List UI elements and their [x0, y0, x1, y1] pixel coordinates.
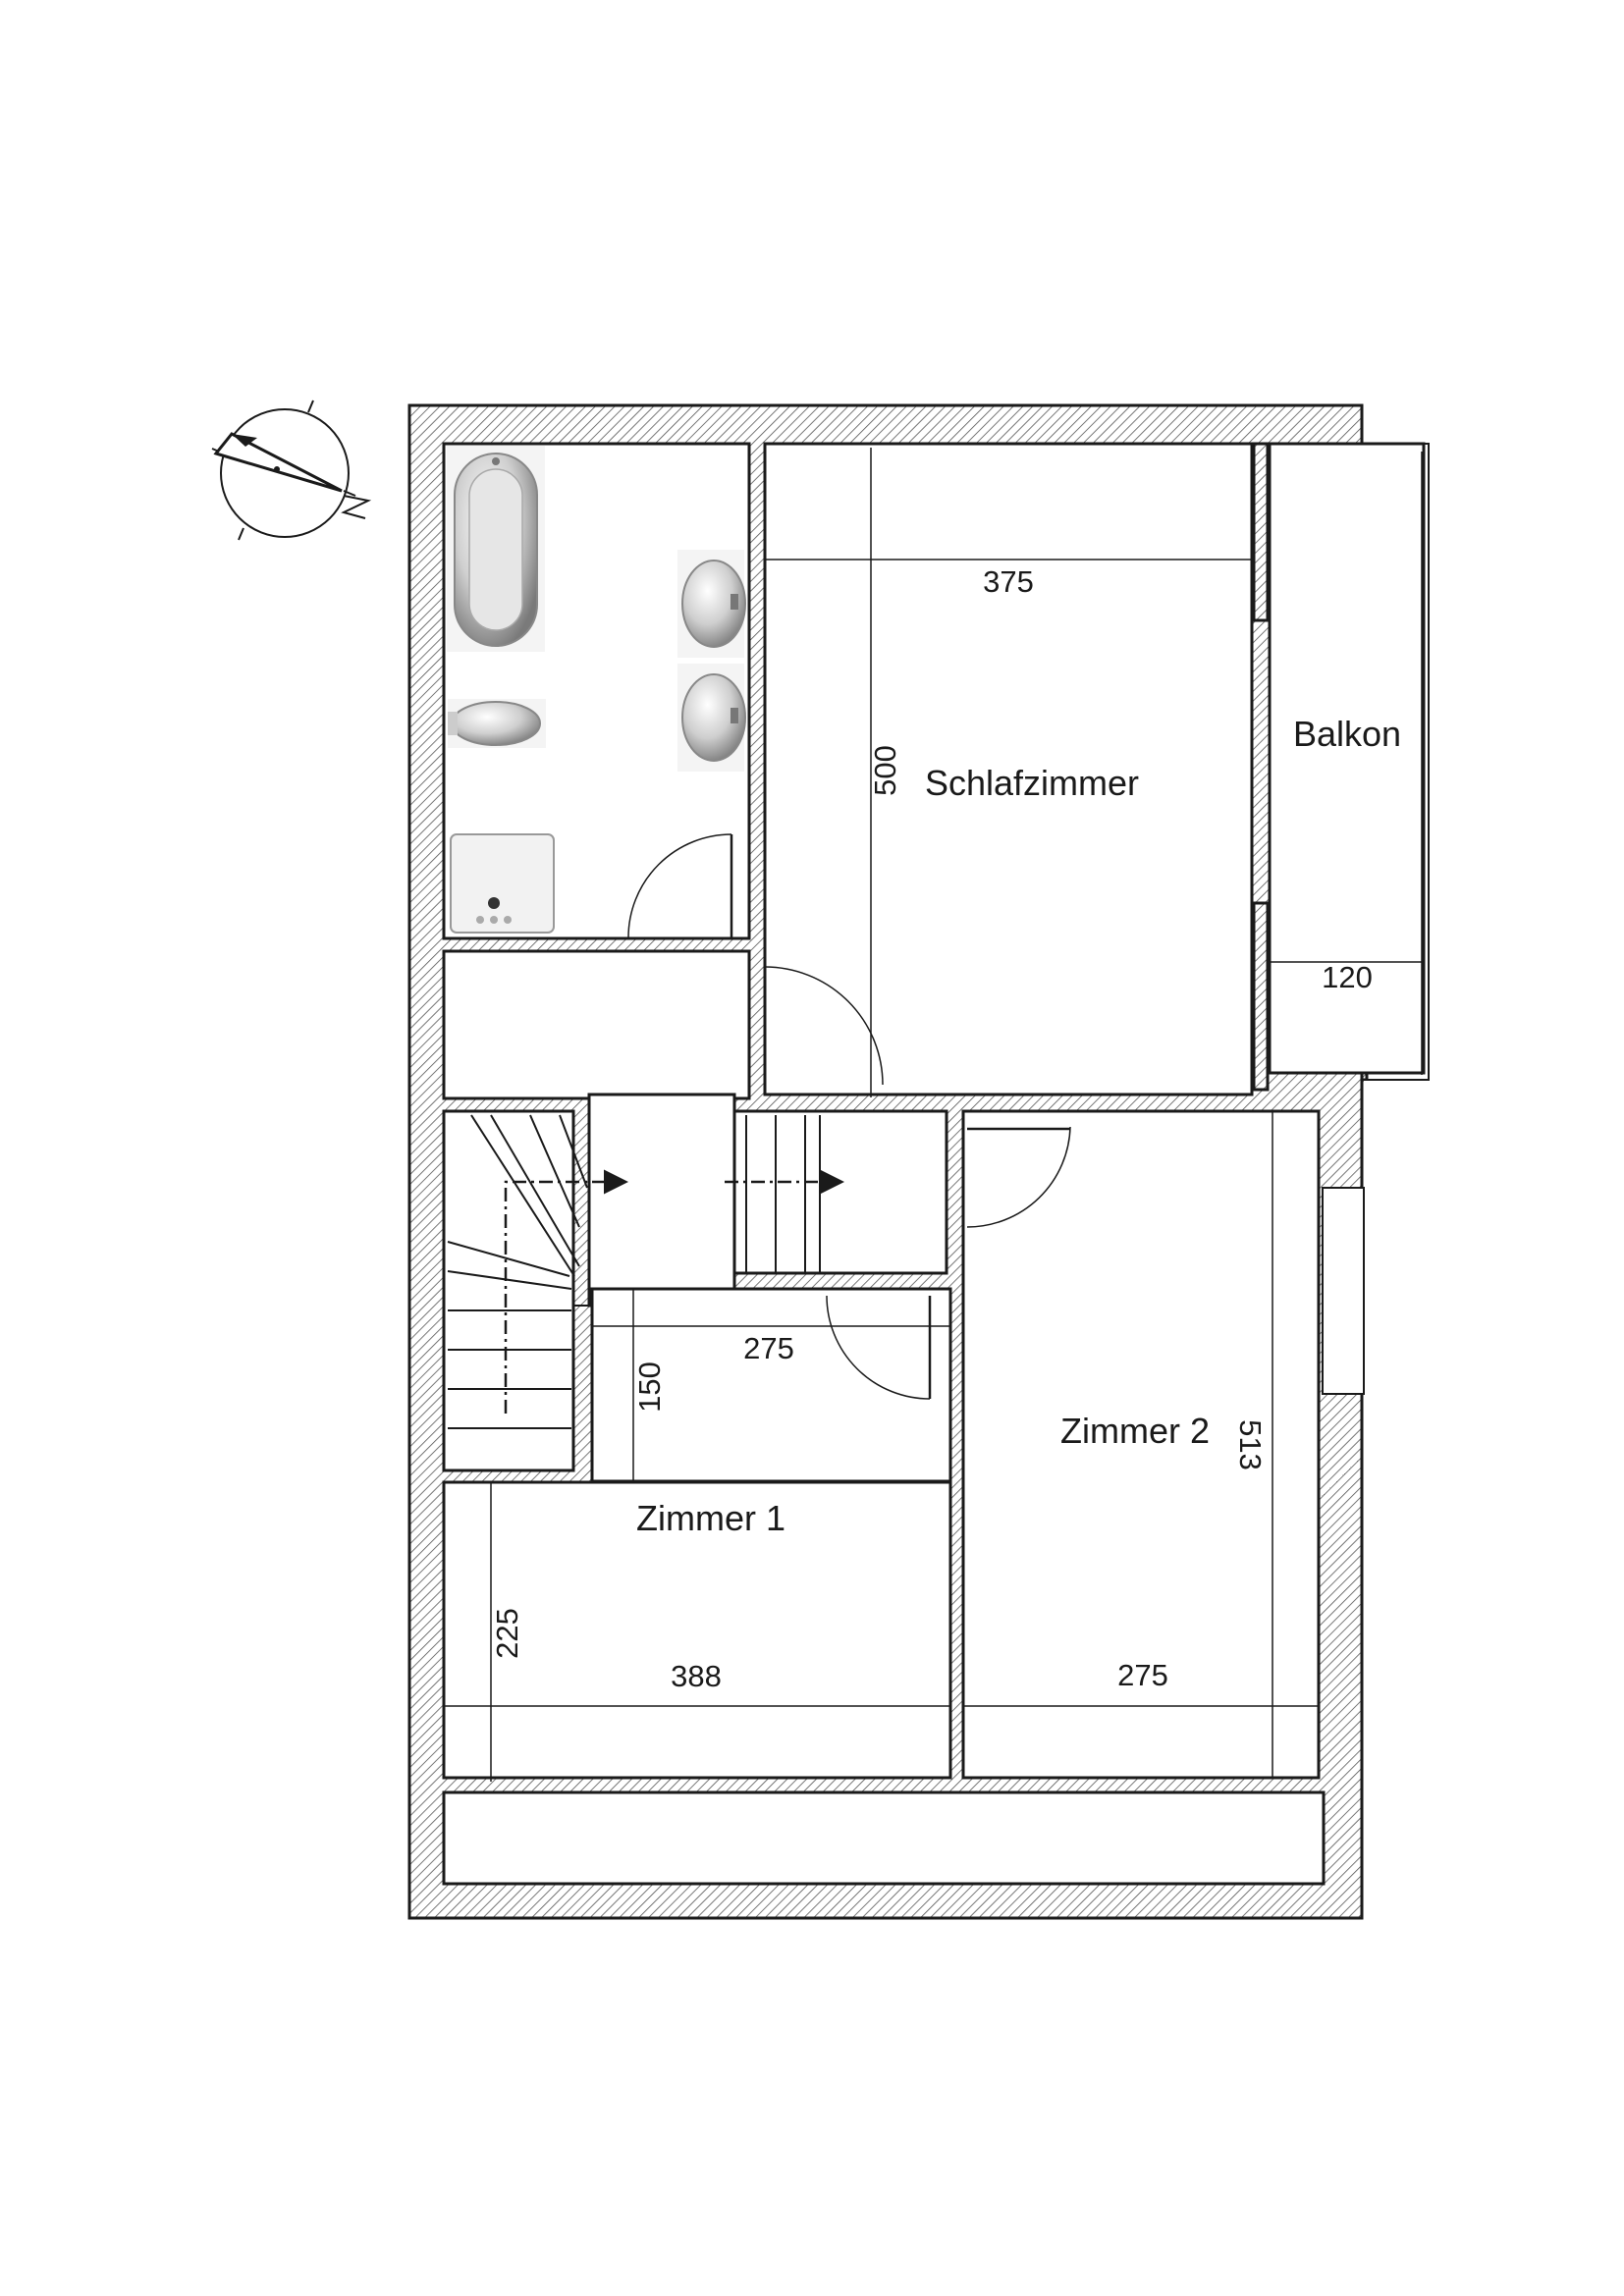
room-label-zimmer1: Zimmer 1: [636, 1498, 785, 1538]
dimension-lines: [444, 448, 1424, 1782]
dim-label-zimmer1-width-bottom: 388: [671, 1659, 722, 1693]
sink-icon: [677, 550, 746, 658]
dim-label-zimmer1-niche: 150: [632, 1362, 667, 1413]
zimmer1-room: [442, 1480, 952, 1780]
staircase-icon: [447, 1114, 947, 1429]
zimmer2-room: [961, 1109, 1321, 1780]
dim-label-zimmer1-side: 225: [490, 1608, 524, 1659]
sink-icon: [677, 664, 746, 772]
hall-central: [587, 1093, 736, 1308]
rooms: [442, 442, 1426, 1886]
hall-upper: [442, 949, 751, 1100]
toilet-icon: [448, 699, 546, 748]
dim-label-zimmer1-width-top: 275: [743, 1331, 794, 1365]
balkon-room: [1268, 442, 1426, 1075]
door-swing-zimmer2: [966, 1126, 1071, 1228]
balkon-frame: [1362, 443, 1430, 1081]
stair-left: [442, 1109, 575, 1472]
window-zimmer2: [1322, 1187, 1365, 1395]
door-swing-schlafzimmer: [764, 966, 884, 1086]
dim-label-zimmer2-depth: 513: [1233, 1419, 1268, 1470]
room-label-zimmer2: Zimmer 2: [1060, 1411, 1210, 1451]
dim-label-zimmer2-width: 275: [1117, 1658, 1168, 1692]
door-swing-bathroom: [627, 833, 732, 938]
stair-right: [732, 1109, 948, 1275]
room-label-schlafzimmer: Schlafzimmer: [925, 763, 1139, 803]
dim-label-schlafzimmer-width: 375: [983, 564, 1034, 599]
north-arrow-icon: [211, 400, 372, 541]
shower-icon: [450, 833, 555, 934]
doors: [627, 833, 1071, 1400]
bottom-strip: [442, 1790, 1326, 1886]
schlafzimmer-room: [763, 442, 1254, 1096]
room-label-balkon: Balkon: [1293, 714, 1401, 754]
bathtub-icon: [447, 446, 545, 652]
zimmer1-niche: [590, 1287, 952, 1483]
dim-label-schlafzimmer-depth: 500: [868, 745, 902, 796]
door-swing-zimmer1: [826, 1295, 931, 1400]
stair-direction-arrows: [504, 1169, 844, 1414]
dim-label-balkon-depth: 120: [1322, 960, 1373, 994]
